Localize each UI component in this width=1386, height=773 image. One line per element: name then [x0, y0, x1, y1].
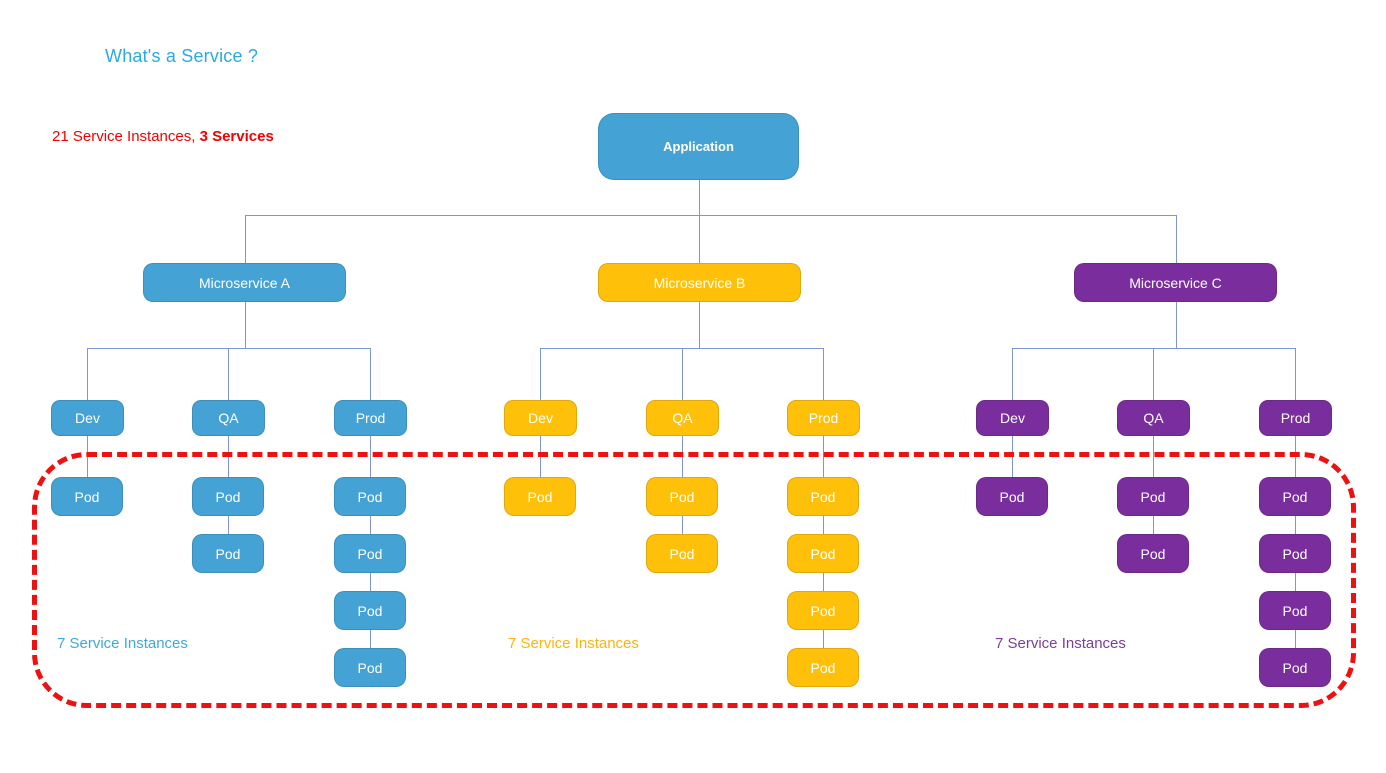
- pod-node: Pod: [646, 477, 718, 516]
- connector: [823, 630, 824, 648]
- pod-node: Pod: [334, 591, 406, 630]
- connector: [228, 348, 229, 400]
- application-node: Application: [598, 113, 799, 180]
- connector: [1295, 630, 1296, 648]
- instances-label-c: 7 Service Instances: [995, 635, 1126, 652]
- connector: [370, 573, 371, 591]
- connector: [1295, 348, 1296, 400]
- connector: [370, 630, 371, 648]
- env-a-dev-node: Dev: [51, 400, 124, 436]
- summary-regular: 21 Service Instances,: [52, 128, 200, 145]
- env-b-dev-node: Dev: [504, 400, 577, 436]
- pod-node: Pod: [1259, 534, 1331, 573]
- pod-node: Pod: [334, 477, 406, 516]
- summary-bold: 3 Services: [199, 128, 274, 145]
- connector: [823, 573, 824, 591]
- service-instances-highlight-border: [32, 452, 1356, 708]
- pod-node: Pod: [787, 477, 859, 516]
- pod-node: Pod: [646, 534, 718, 573]
- connector: [245, 215, 1176, 216]
- env-a-prod-node: Prod: [334, 400, 407, 436]
- instances-label-b: 7 Service Instances: [508, 635, 639, 652]
- pod-node: Pod: [1259, 648, 1331, 687]
- connector: [1295, 573, 1296, 591]
- connector: [370, 348, 371, 400]
- connector: [682, 348, 683, 400]
- env-b-prod-node: Prod: [787, 400, 860, 436]
- instances-label-a: 7 Service Instances: [57, 635, 188, 652]
- connector: [699, 302, 700, 348]
- page-title: What's a Service ?: [105, 46, 259, 66]
- pod-node: Pod: [787, 534, 859, 573]
- pod-node: Pod: [192, 534, 264, 573]
- pod-node: Pod: [976, 477, 1048, 516]
- connector: [1153, 516, 1154, 534]
- connector: [1176, 215, 1177, 263]
- connector: [823, 348, 824, 400]
- env-c-prod-node: Prod: [1259, 400, 1332, 436]
- connector: [823, 516, 824, 534]
- microservice-b-node: Microservice B: [598, 263, 801, 302]
- env-c-dev-node: Dev: [976, 400, 1049, 436]
- connector: [540, 348, 823, 349]
- pod-node: Pod: [334, 648, 406, 687]
- env-c-qa-node: QA: [1117, 400, 1190, 436]
- pod-node: Pod: [1117, 534, 1189, 573]
- pod-node: Pod: [334, 534, 406, 573]
- connector: [1176, 302, 1177, 348]
- pod-node: Pod: [192, 477, 264, 516]
- connector: [245, 302, 246, 348]
- connector: [87, 348, 88, 400]
- pod-node: Pod: [1117, 477, 1189, 516]
- connector: [682, 516, 683, 534]
- connector: [540, 348, 541, 400]
- microservice-a-node: Microservice A: [143, 263, 346, 302]
- pod-node: Pod: [51, 477, 123, 516]
- pod-node: Pod: [504, 477, 576, 516]
- connector: [699, 215, 700, 263]
- pod-node: Pod: [1259, 591, 1331, 630]
- env-a-qa-node: QA: [192, 400, 265, 436]
- microservice-c-node: Microservice C: [1074, 263, 1277, 302]
- connector: [245, 215, 246, 263]
- summary-note: 21 Service Instances, 3 Services: [52, 128, 274, 145]
- env-b-qa-node: QA: [646, 400, 719, 436]
- connector: [1012, 348, 1013, 400]
- pod-node: Pod: [787, 591, 859, 630]
- connector: [699, 180, 700, 215]
- connector: [228, 516, 229, 534]
- pod-node: Pod: [787, 648, 859, 687]
- pod-node: Pod: [1259, 477, 1331, 516]
- connector: [1295, 516, 1296, 534]
- connector: [370, 516, 371, 534]
- connector: [1153, 348, 1154, 400]
